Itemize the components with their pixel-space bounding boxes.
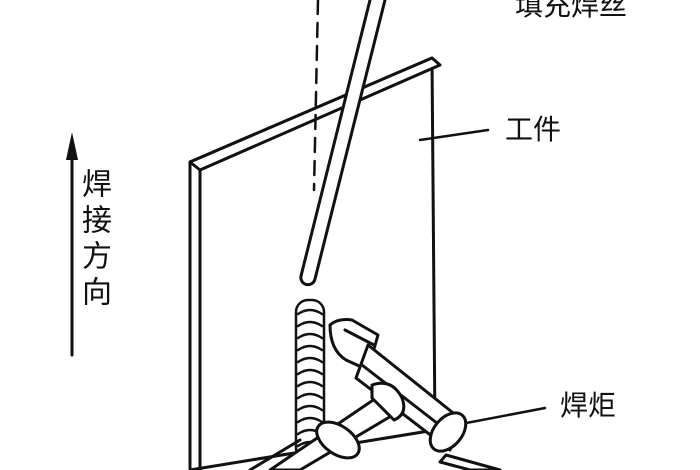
filler-wire-dash-line bbox=[312, 0, 320, 192]
filler-wire-rod bbox=[299, 0, 387, 287]
leader-lines bbox=[418, 128, 547, 430]
filler-wire-label: 填充焊丝 bbox=[515, 0, 628, 22]
weld-bead bbox=[294, 298, 326, 462]
welding-direction-arrow bbox=[66, 132, 78, 357]
workpiece-label: 工件 bbox=[505, 113, 562, 146]
torch-label: 焊炬 bbox=[560, 389, 617, 422]
welding-direction-label: 焊接方向 bbox=[76, 168, 111, 312]
welding-torch bbox=[248, 318, 502, 470]
